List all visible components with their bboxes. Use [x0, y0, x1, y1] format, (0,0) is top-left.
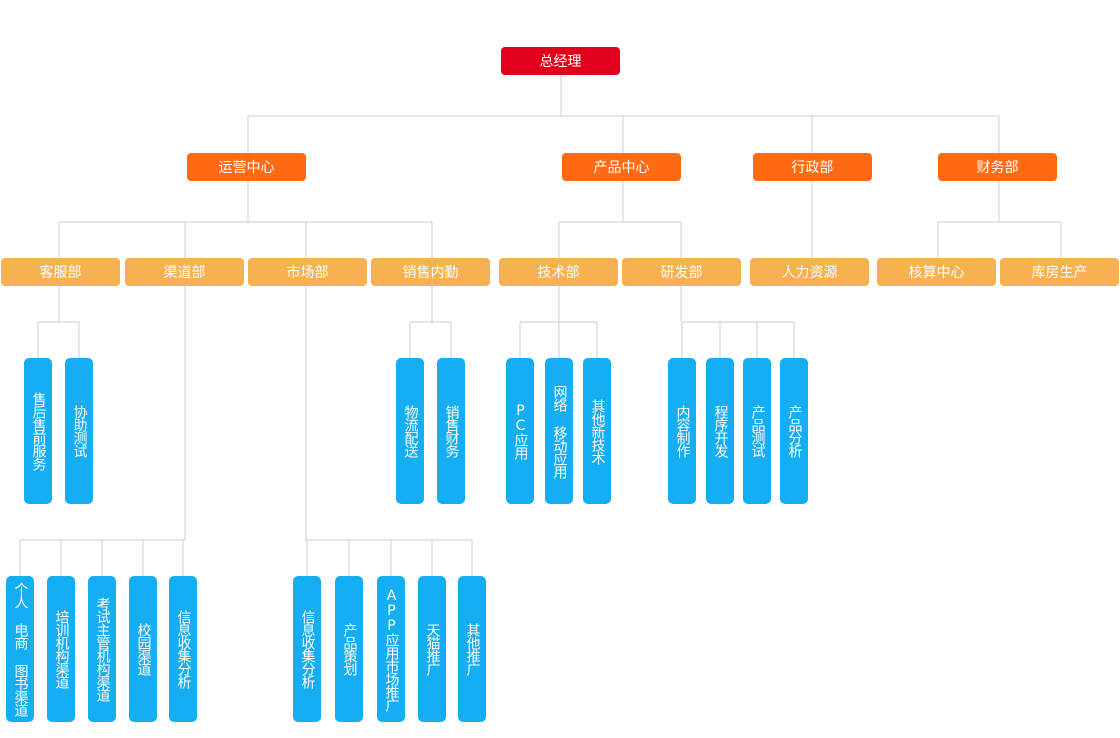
- node-rd-dept: 研发部: [622, 258, 741, 286]
- leaf-pc-apps: PC应用: [506, 358, 534, 504]
- leaf-assist-testing: 协助测试: [65, 358, 93, 504]
- node-product-center: 产品中心: [562, 153, 681, 181]
- node-customer-service: 客服部: [1, 258, 120, 286]
- leaf-product-analysis: 产品分析: [780, 358, 808, 504]
- leaf-personal-ecommerce: 个人 电商 图书渠道: [6, 576, 34, 722]
- leaf-product-planning: 产品策划: [335, 576, 363, 722]
- node-sales-internal: 销售内勤: [371, 258, 490, 286]
- leaf-app-market-promo: APP应用市场推广: [377, 576, 405, 722]
- leaf-info-collect-market: 信息收集分析: [293, 576, 321, 722]
- node-ceo: 总经理: [501, 47, 620, 75]
- node-finance-dept: 财务部: [938, 153, 1057, 181]
- leaf-exam-channel: 考试主管机构渠道: [88, 576, 116, 722]
- node-warehouse: 库房生产: [1000, 258, 1119, 286]
- node-accounting: 核算中心: [877, 258, 996, 286]
- leaf-campus-channel: 校园渠道: [129, 576, 157, 722]
- node-admin-dept: 行政部: [753, 153, 872, 181]
- leaf-training-channel: 培训机构渠道: [47, 576, 75, 722]
- leaf-info-collect-channel: 信息收集分析: [169, 576, 197, 722]
- leaf-mobile-apps: 网络 移动应用: [545, 358, 573, 504]
- leaf-tmall-promo: 天猫推广: [418, 576, 446, 722]
- leaf-content: 内容制作: [668, 358, 696, 504]
- leaf-program-dev: 程序开发: [706, 358, 734, 504]
- leaf-other-promo: 其他推广: [458, 576, 486, 722]
- leaf-logistics: 物流配送: [396, 358, 424, 504]
- leaf-sales-finance: 销售财务: [437, 358, 465, 504]
- leaf-product-test: 产品测试: [743, 358, 771, 504]
- node-hr: 人力资源: [750, 258, 869, 286]
- node-channel-dept: 渠道部: [125, 258, 244, 286]
- node-tech-dept: 技术部: [499, 258, 618, 286]
- leaf-other-tech: 其他新技术: [583, 358, 611, 504]
- node-market-dept: 市场部: [248, 258, 367, 286]
- node-ops-center: 运营中心: [187, 153, 306, 181]
- leaf-aftersale-service: 售后售前服务: [24, 358, 52, 504]
